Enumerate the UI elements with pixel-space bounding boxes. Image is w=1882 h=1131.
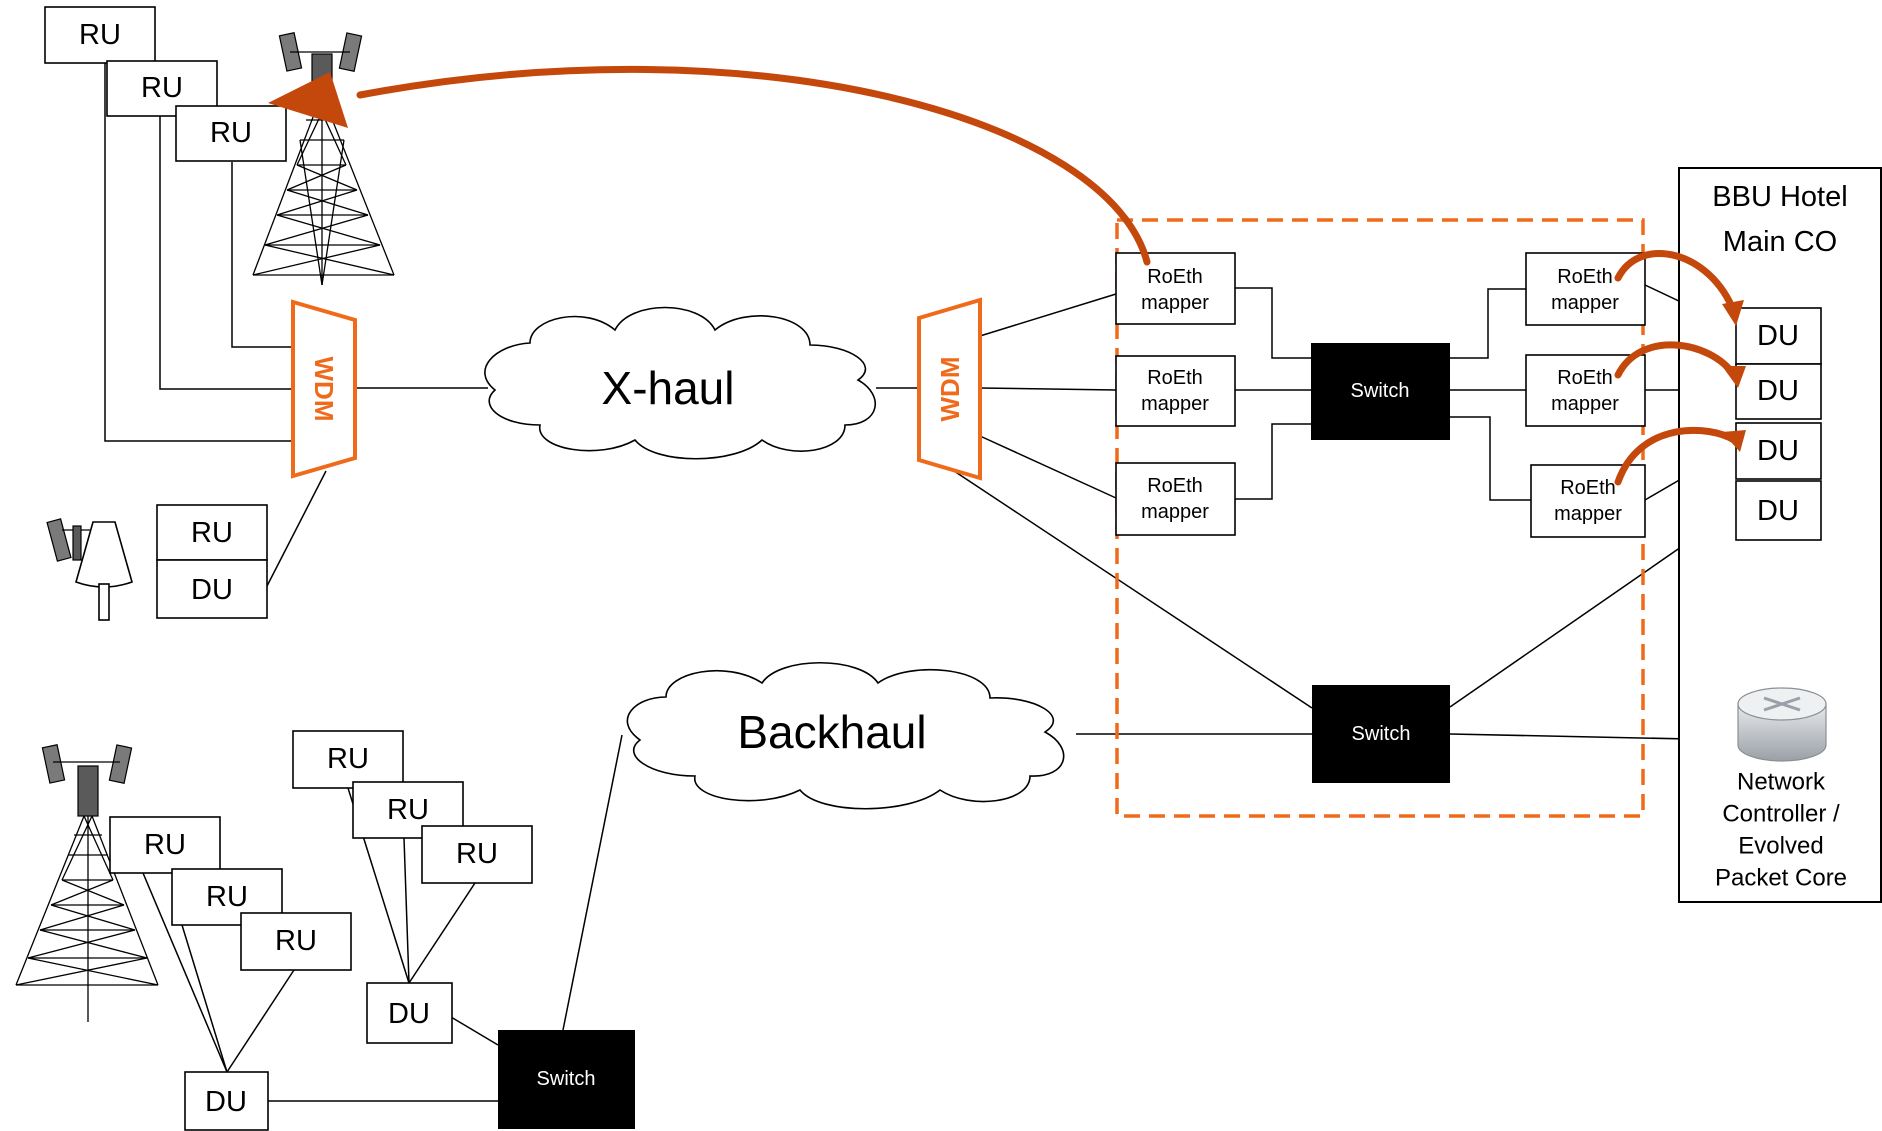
roeth-mapper: RoEth mapper [1115,355,1236,427]
svg-text:Evolved: Evolved [1738,833,1823,860]
svg-text:mapper: mapper [1141,393,1209,415]
ru-box: RU [171,868,283,926]
router-icon [1737,687,1827,762]
svg-text:Switch: Switch [537,1068,596,1090]
relocation-arrow-large [268,65,1151,266]
roeth-mapper: RoEth mapper [1525,252,1646,326]
svg-text:mapper: mapper [1141,501,1209,523]
ru-box: RU [421,825,533,884]
bbu-hotel-title-line1: BBU Hotel [1712,181,1847,213]
svg-text:DU: DU [388,998,430,1030]
roeth-mapper: RoEth mapper [1115,252,1236,325]
svg-text:mapper: mapper [1141,292,1209,314]
xhaul-label: X-haul [602,362,735,414]
svg-text:DU: DU [1757,495,1799,527]
svg-text:Controller /: Controller / [1722,801,1840,828]
svg-text:DU: DU [1757,435,1799,467]
svg-text:Switch: Switch [1352,723,1411,745]
svg-text:RU: RU [144,829,186,861]
svg-text:RoEth: RoEth [1557,367,1613,389]
svg-text:RoEth: RoEth [1560,477,1616,499]
cell-tower-bottom-icon [15,744,159,1022]
backhaul-cloud: Backhaul [626,662,1065,810]
svg-text:RU: RU [275,925,317,957]
svg-text:DU: DU [1757,320,1799,352]
bbu-hotel-title-line2: Main CO [1723,226,1837,258]
switch: Switch [498,1030,635,1129]
du-migration-arrows [1614,250,1746,486]
wdm-left: WDM [291,299,357,479]
ru-box: RU [292,730,404,789]
svg-text:RU: RU [79,19,121,51]
svg-text:RU: RU [141,72,183,104]
svg-text:RU: RU [387,794,429,826]
roeth-mapper: RoEth mapper [1525,354,1646,427]
network-controller-label: Network Controller / Evolved Packet Core [1715,769,1847,892]
svg-text:RoEth: RoEth [1147,266,1203,288]
connection-lines [104,62,1781,1102]
edge-co-region [1115,218,1645,818]
svg-text:mapper: mapper [1551,292,1619,314]
backhaul-label: Backhaul [737,706,926,758]
svg-text:DU: DU [205,1086,247,1118]
svg-text:RoEth: RoEth [1147,475,1203,497]
roeth-mapper: RoEth mapper [1530,464,1646,538]
ru-box: RU [156,504,268,561]
du-box: DU [1735,307,1822,365]
wdm-right: WDM [917,297,982,481]
svg-text:mapper: mapper [1554,503,1622,525]
svg-text:RU: RU [456,838,498,870]
ru-box: RU [175,105,287,162]
du-box: DU [1735,363,1822,420]
switch: Switch [1311,343,1450,440]
roeth-mapper: RoEth mapper [1115,462,1236,536]
ru-box: RU [44,6,156,64]
ru-box: RU [240,912,352,971]
du-box: DU [1735,422,1822,480]
svg-text:mapper: mapper [1551,393,1619,415]
svg-text:DU: DU [1757,375,1799,407]
wdm-left-label: WDM [309,357,339,422]
xhaul-cloud: X-haul [484,306,876,460]
small-cell-icon [46,518,133,621]
svg-text:RU: RU [191,517,233,549]
ru-box: RU [109,816,221,874]
wdm-right-label: WDM [935,357,965,422]
switch: Switch [1312,685,1450,783]
svg-text:Packet Core: Packet Core [1715,865,1847,892]
svg-text:RoEth: RoEth [1147,367,1203,389]
svg-text:Network: Network [1737,769,1826,796]
svg-text:Switch: Switch [1351,380,1410,402]
svg-text:RU: RU [206,881,248,913]
svg-text:DU: DU [191,574,233,606]
du-box: DU [1735,480,1822,541]
du-box: DU [184,1071,269,1131]
svg-text:RU: RU [327,743,369,775]
svg-text:RU: RU [210,117,252,149]
du-box: DU [156,559,268,619]
svg-text:RoEth: RoEth [1557,266,1613,288]
du-box: DU [366,982,453,1044]
